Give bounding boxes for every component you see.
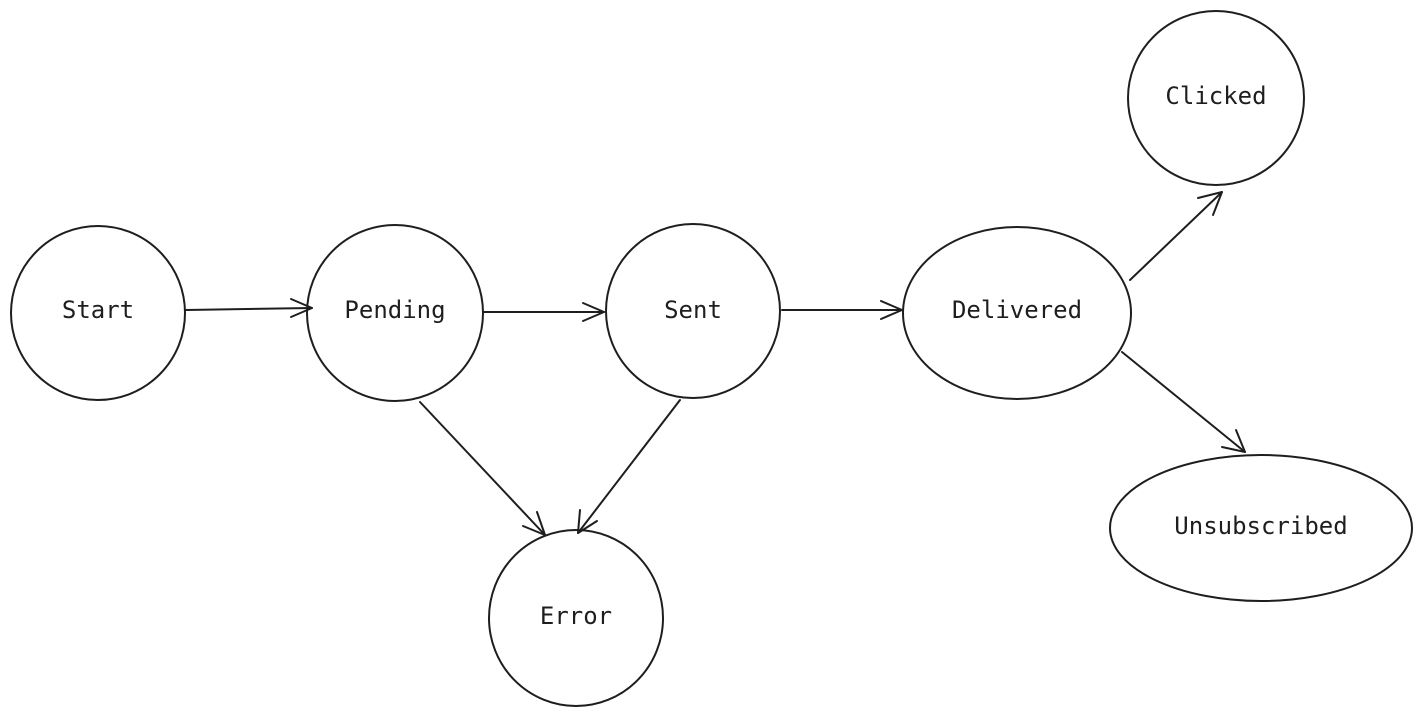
edge-sent-delivered xyxy=(781,300,903,320)
edge-pending-error xyxy=(419,401,546,536)
node-delivered-label: Delivered xyxy=(952,296,1082,324)
node-pending: Pending xyxy=(306,224,484,402)
node-sent: Sent xyxy=(605,223,781,399)
node-error: Error xyxy=(488,529,664,707)
node-error-label: Error xyxy=(540,602,612,630)
node-unsubscribed: Unsubscribed xyxy=(1109,454,1413,602)
node-unsubscribed-label: Unsubscribed xyxy=(1174,512,1347,540)
edge-delivered-unsubscribed xyxy=(1121,351,1246,453)
edges xyxy=(185,191,1246,536)
node-start: Start xyxy=(10,225,186,401)
node-delivered: Delivered xyxy=(902,226,1132,400)
edge-start-pending xyxy=(185,298,313,318)
node-sent-label: Sent xyxy=(664,296,722,324)
node-start-label: Start xyxy=(62,296,134,324)
edge-pending-sent xyxy=(483,302,605,322)
edge-sent-error xyxy=(577,399,681,534)
node-pending-label: Pending xyxy=(344,296,445,324)
edge-delivered-clicked xyxy=(1129,191,1223,281)
node-clicked: Clicked xyxy=(1127,10,1305,186)
node-clicked-label: Clicked xyxy=(1165,82,1266,110)
